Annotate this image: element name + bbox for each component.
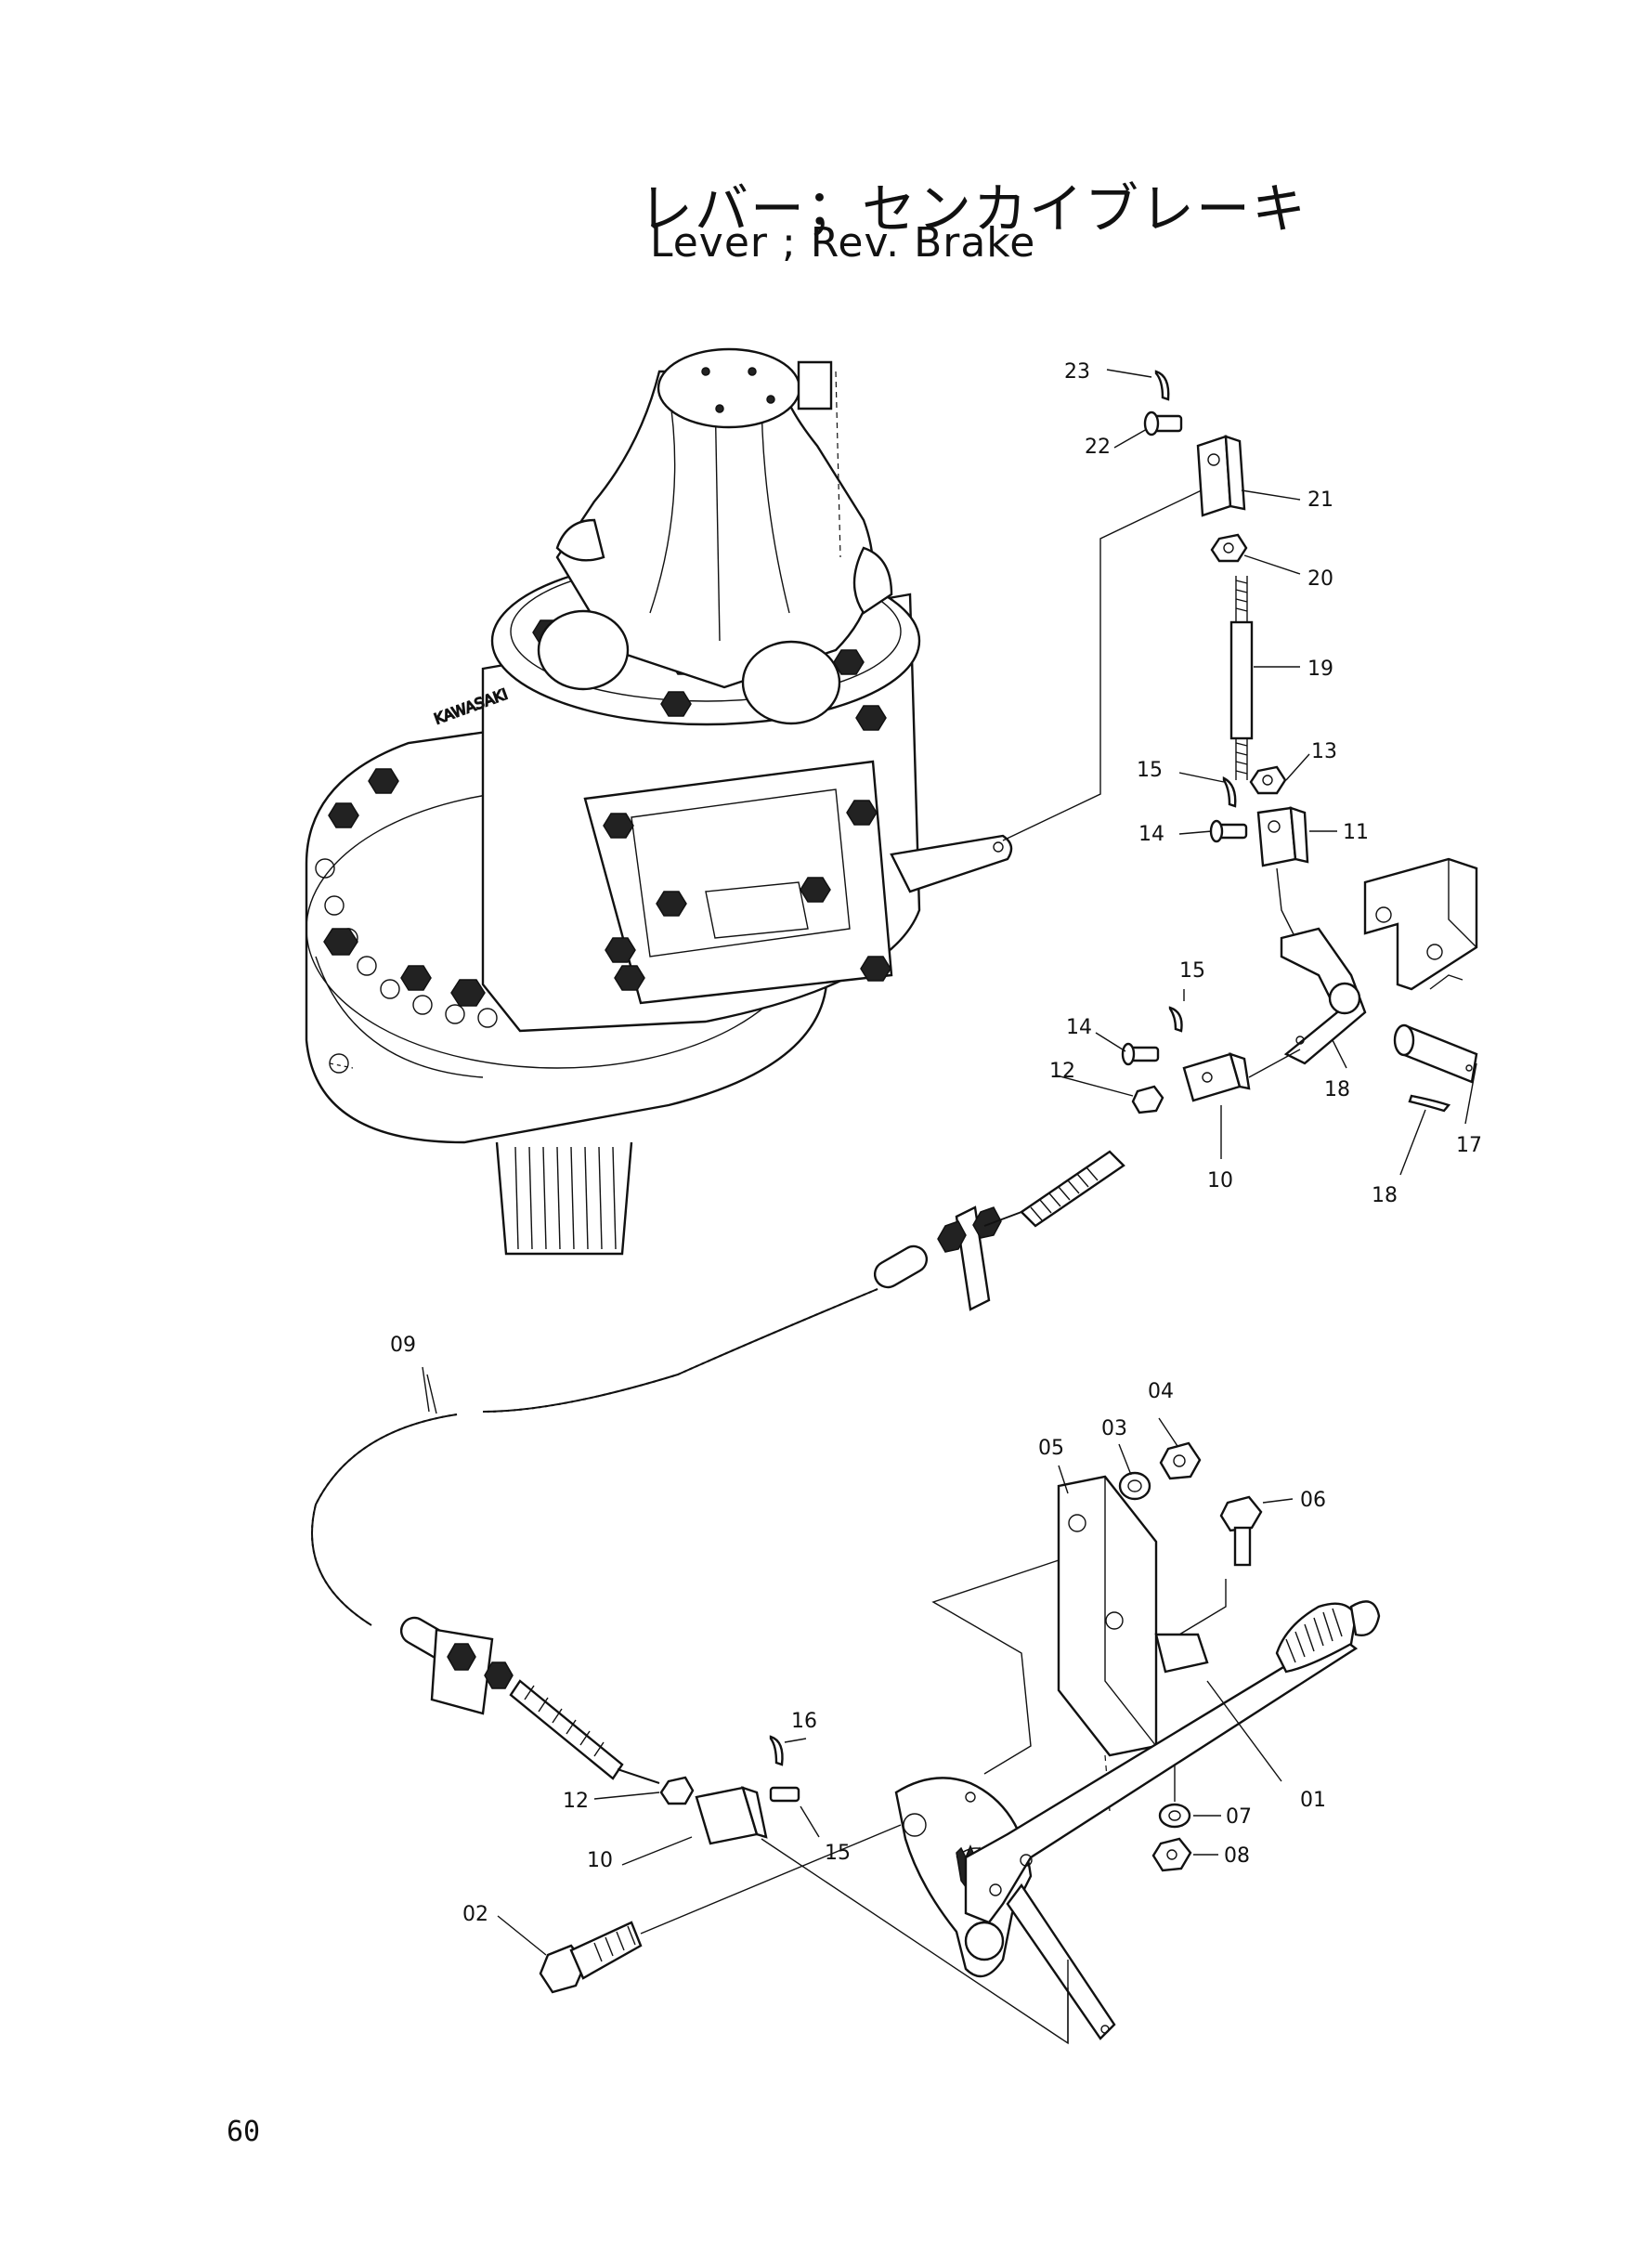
diagram-title-japanese: レバー；センカイブレーキ [639,177,1308,241]
page-number: 60 [227,2116,261,2148]
callout-04: 04 [1148,1380,1174,1403]
callout-15-upper: 15 [1137,759,1163,782]
callout-10-lower: 10 [587,1849,613,1872]
callout-08: 08 [1224,1844,1250,1868]
callout-21: 21 [1307,489,1333,512]
callout-03: 03 [1101,1417,1127,1440]
callout-22: 22 [1085,436,1111,459]
callout-18-text: 18 [1372,1184,1398,1207]
swing-motor-assembly: KAWASAKI [305,347,1013,1256]
callout-16: 18 [1324,1078,1350,1101]
callout-07: 07 [1226,1805,1252,1829]
callout-19: 19 [1307,658,1333,681]
callout-01: 01 [1300,1789,1326,1812]
callout-15-lower: 16 [791,1710,817,1733]
callout-12-lower: 12 [563,1790,589,1813]
callout-20: 20 [1307,567,1333,591]
callout-23: 23 [1064,360,1090,384]
callout-05: 05 [1038,1437,1064,1460]
callout-17-text: 17 [1456,1134,1482,1157]
callout-14-upper: 14 [1138,823,1164,846]
callout-06: 06 [1300,1489,1326,1512]
callout-02: 02 [462,1903,488,1926]
upper-linkage [1002,370,1478,1114]
control-cable [311,1150,1125,1845]
callout-09: 09 [390,1334,416,1357]
callout-10-upper: 10 [1207,1169,1233,1192]
callout-leaders [422,369,1477,1956]
diagram-title-english: Lever ; Rev. Brake [650,219,1036,267]
callout-12-upper: 12 [1049,1060,1075,1083]
callout-14-middle: 14 [1066,1016,1092,1039]
callout-13: 13 [1311,740,1337,763]
callout-15-middle: 15 [1179,959,1205,983]
callout-14-lower: 15 [825,1842,851,1865]
lever-assembly [539,1441,1381,2045]
callout-labels: 23 22 21 20 19 13 15 14 11 15 14 12 10 1… [390,360,1482,1926]
callout-11: 11 [1343,821,1369,844]
